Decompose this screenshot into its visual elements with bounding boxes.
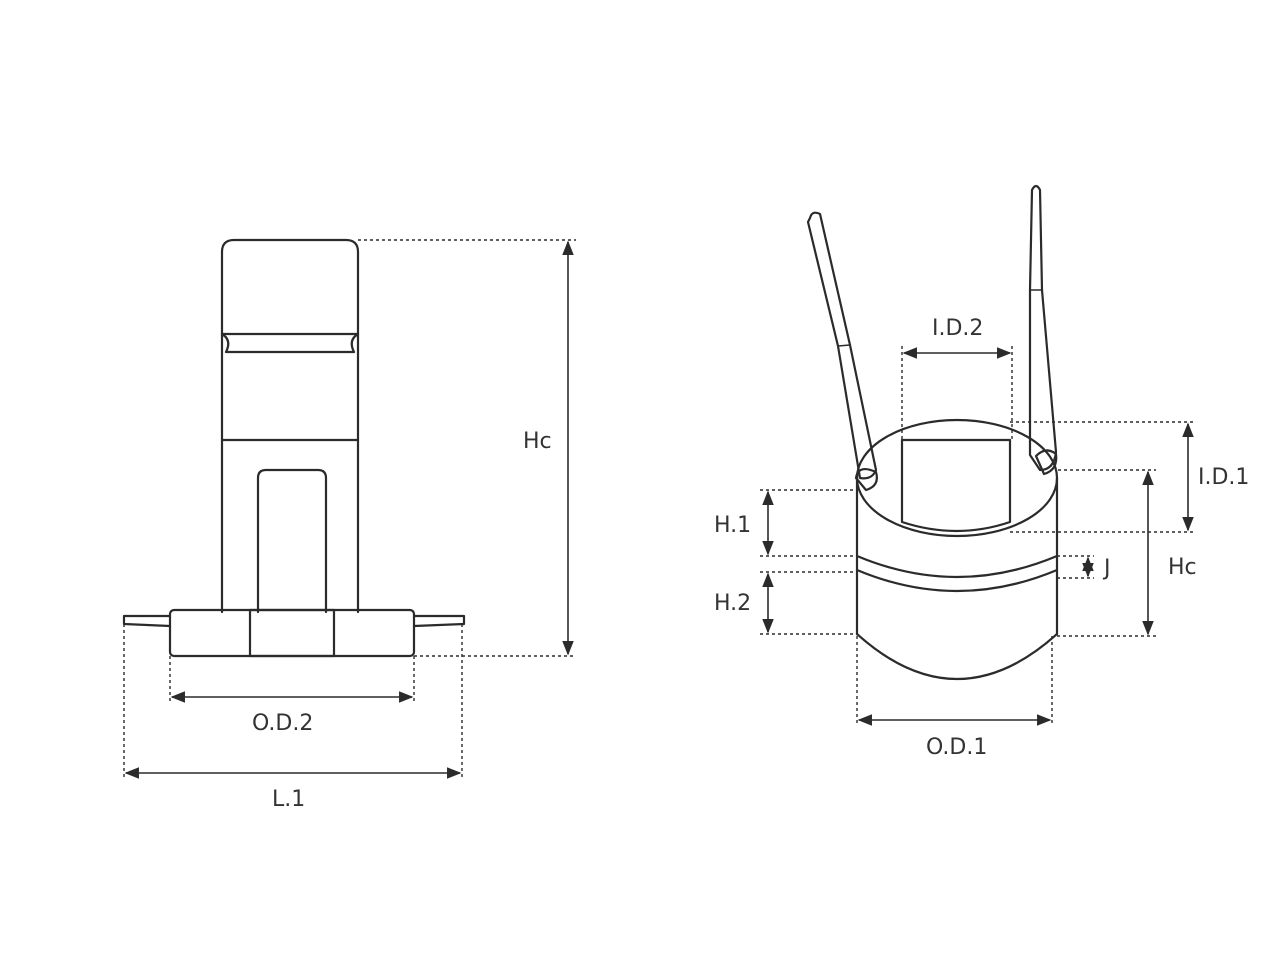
lug-right [1034,449,1058,476]
l1-label: L.1 [272,787,305,812]
hc-right-label: Hc [1168,555,1197,580]
h1-label: H.1 [714,513,751,538]
side-view-tab-left [122,614,172,628]
side-view-body-outline [220,238,360,614]
side-view-flange-center [248,608,336,658]
id2-label: I.D.2 [932,316,983,341]
cylinder-body [855,476,1059,681]
od2-label: O.D.2 [252,711,313,736]
id1-label: I.D.1 [1198,465,1249,490]
lug-left [854,467,878,492]
wire-right [1028,184,1058,472]
cylinder-ring-groove-top [855,554,1059,579]
cylinder-top-rim [855,418,1059,538]
wire-left-insulation-edge [837,344,851,347]
hc-label: Hc [523,429,552,454]
wire-left [806,211,878,480]
side-view-groove [220,332,360,354]
side-view-slot [256,468,328,614]
cylinder-ring-groove-bottom [855,568,1059,593]
j-label: J [1102,556,1111,581]
side-view-tab-right [412,614,466,628]
h2-label: H.2 [714,591,751,616]
od1-label: O.D.1 [926,735,987,760]
side-view-flange [168,608,416,658]
cylinder-inner-bore [900,438,1012,533]
slip-ring-side-view: Hc O.D.2 L.1 [122,238,576,812]
slip-ring-perspective-view: I.D.2 I.D.1 Hc J H.1 H.2 O.D.1 [714,184,1249,760]
